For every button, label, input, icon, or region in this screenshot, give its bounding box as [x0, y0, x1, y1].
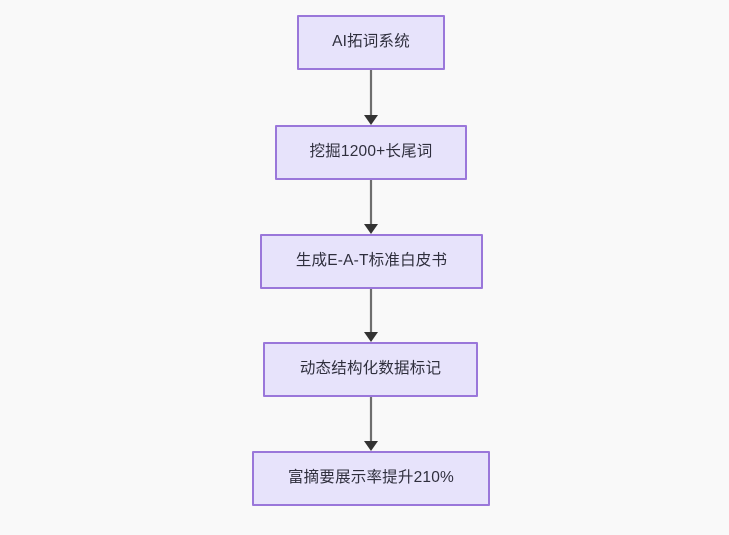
arrowhead-icon: [364, 115, 378, 125]
arrowhead-icon: [364, 332, 378, 342]
edge-n1-to-n2: [364, 70, 378, 125]
edge-n2-to-n3: [364, 180, 378, 234]
flow-node-label: AI拓词系统: [332, 33, 410, 51]
flow-node-n2[interactable]: 挖掘1200+长尾词: [275, 125, 467, 180]
flow-node-label: 动态结构化数据标记: [299, 360, 442, 378]
flow-node-n3[interactable]: 生成E-A-T标准白皮书: [260, 234, 483, 289]
edge-n4-to-n5: [364, 397, 378, 451]
flow-node-label: 富摘要展示率提升210%: [287, 469, 455, 487]
arrowhead-icon: [364, 441, 378, 451]
flow-node-n1[interactable]: AI拓词系统: [297, 15, 445, 70]
flow-node-label: 生成E-A-T标准白皮书: [295, 252, 448, 270]
flow-node-label: 挖掘1200+长尾词: [309, 143, 433, 161]
edge-n3-to-n4: [364, 289, 378, 342]
flow-node-n5[interactable]: 富摘要展示率提升210%: [252, 451, 490, 506]
arrowhead-icon: [364, 224, 378, 234]
flow-node-n4[interactable]: 动态结构化数据标记: [263, 342, 478, 397]
